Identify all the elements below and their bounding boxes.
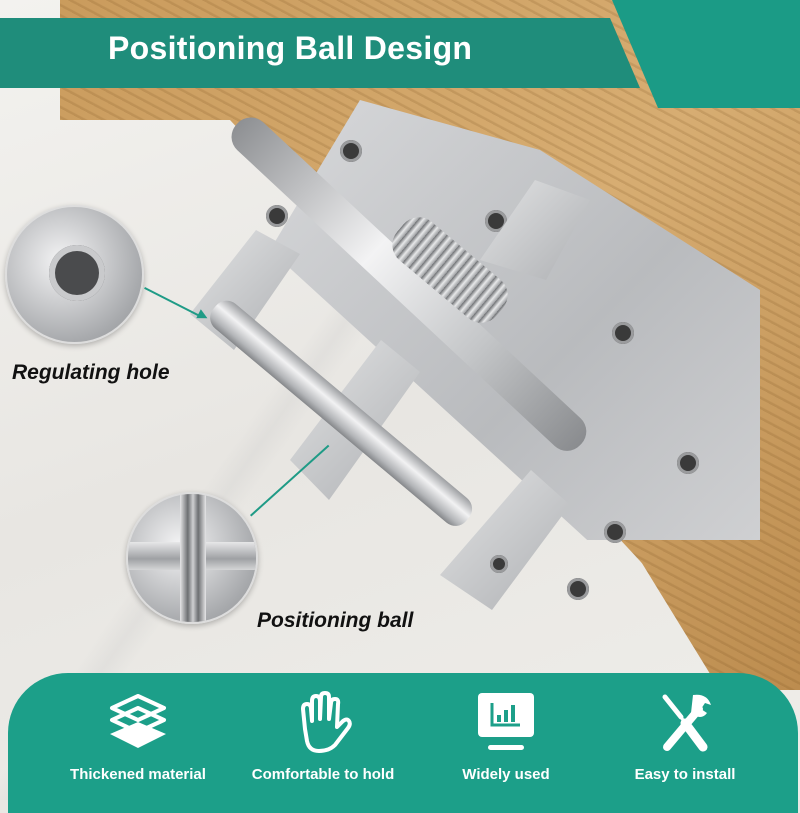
regulating-hole-detail-image <box>5 205 144 344</box>
screw-hole <box>612 322 634 344</box>
monitor-chart-icon <box>416 692 596 752</box>
screw-hole <box>567 578 589 600</box>
feature-label: Widely used <box>462 766 550 783</box>
hand-icon <box>233 691 413 753</box>
hex-socket-icon <box>49 245 105 301</box>
feature-comfortable-to-hold: Comfortable to hold <box>233 691 413 783</box>
screw-hole <box>604 521 626 543</box>
tools-icon <box>595 692 775 752</box>
positioning-ball-detail-image <box>126 492 258 624</box>
feature-thickened-material: Thickened material <box>48 692 228 783</box>
page-title: Positioning Ball Design <box>108 30 473 66</box>
feature-label: Comfortable to hold <box>251 766 395 783</box>
feature-widely-used: Widely used <box>416 692 596 783</box>
layers-icon <box>48 692 228 752</box>
hex-socket <box>490 555 508 573</box>
screw-hole <box>340 140 362 162</box>
header-banner <box>0 18 640 88</box>
callout-regulating-hole: Regulating hole <box>12 361 170 384</box>
feature-label: Thickened material <box>70 766 206 783</box>
feature-label: Easy to install <box>634 766 736 783</box>
feature-easy-to-install: Easy to install <box>595 692 775 783</box>
ball-slot-detail <box>180 494 206 622</box>
screw-hole <box>485 210 507 232</box>
callout-positioning-ball: Positioning ball <box>257 609 414 632</box>
screw-hole <box>677 452 699 474</box>
screw-hole <box>266 205 288 227</box>
